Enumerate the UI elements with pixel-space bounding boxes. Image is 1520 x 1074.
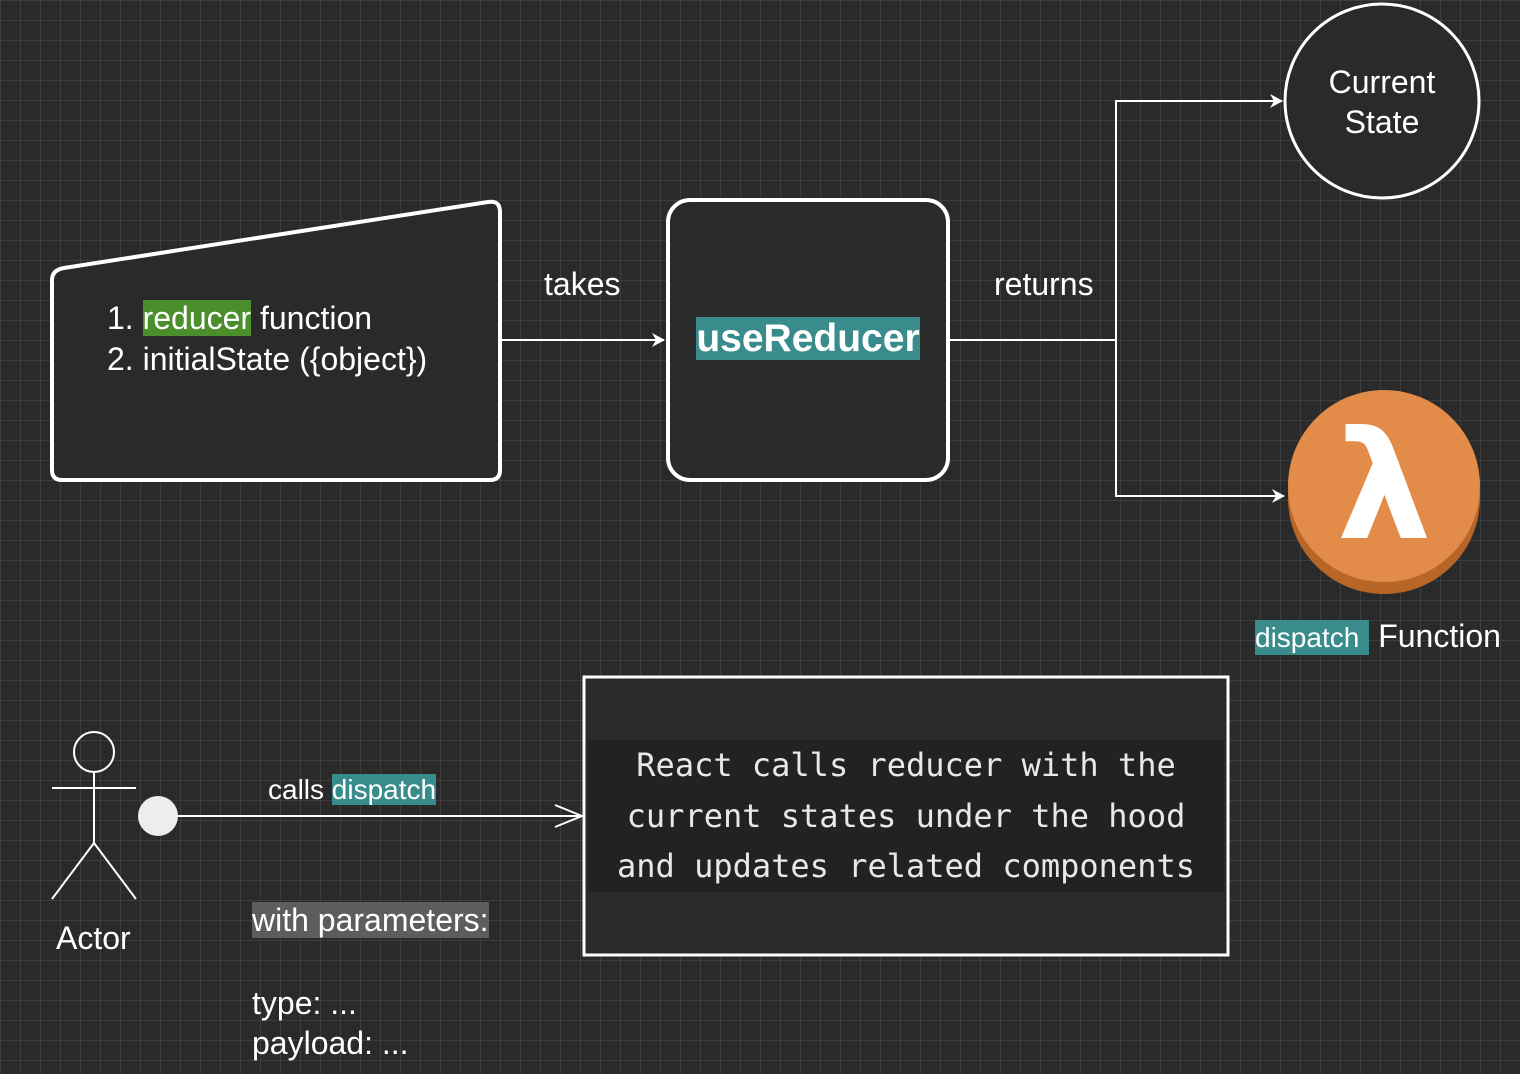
takes-label: takes (544, 266, 621, 302)
input-item-1: 1. reducer function (107, 299, 372, 337)
lambda-symbol: λ (1336, 400, 1432, 574)
dispatch-function-label: dispatch Function (1255, 618, 1501, 661)
returns-label: returns (994, 266, 1094, 302)
note-text-background (588, 740, 1224, 892)
params-heading: with parameters: (252, 901, 489, 939)
input-item-2: 2. initialState ({object}) (107, 341, 428, 377)
input-node[interactable] (50, 199, 502, 482)
input-item-1-rest: function (251, 300, 373, 336)
function-label-text: Function (1369, 618, 1501, 654)
current-state-line-1: Current (1328, 64, 1436, 100)
actor-label: Actor (56, 920, 131, 956)
current-state-node[interactable] (1283, 2, 1481, 200)
dispatch-highlight: dispatch (1255, 620, 1370, 655)
note-text: React calls reducer with the current sta… (588, 740, 1224, 892)
use-reducer-label: useReducer (668, 317, 948, 360)
calls-dispatch-highlight: dispatch (331, 774, 437, 805)
actor-icon[interactable] (51, 731, 137, 900)
calls-dispatch-label: calls dispatch (268, 773, 437, 807)
input-item-1-number: 1. (107, 300, 134, 336)
calls-label-prefix: calls (268, 774, 332, 805)
param-type: type: ... (252, 985, 357, 1021)
reducer-highlight: reducer (142, 300, 252, 336)
current-state-line-2: State (1344, 104, 1420, 140)
use-reducer-label-text: useReducer (696, 317, 920, 360)
current-state-label: Current State (1285, 62, 1479, 142)
note-line-3: and updates related components (617, 847, 1195, 885)
param-payload: payload: ... (252, 1025, 409, 1061)
returns-edge-dispatch[interactable] (1115, 340, 1285, 503)
note-line-2: current states under the hood (626, 796, 1186, 835)
lambda-icon[interactable] (1288, 390, 1480, 594)
note-line-1: React calls reducer with the (636, 746, 1176, 784)
returns-edge-state[interactable] (950, 94, 1283, 341)
edge-start-dot (138, 796, 178, 836)
params-heading-text: with parameters: (252, 902, 489, 938)
